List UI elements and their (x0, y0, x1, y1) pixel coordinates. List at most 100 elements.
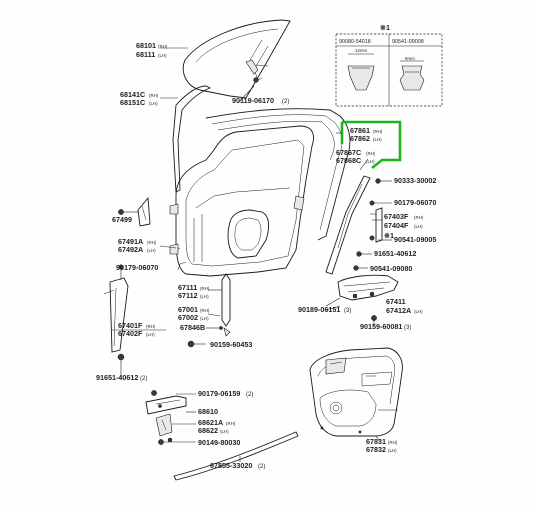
svg-text:(RH): (RH) (146, 324, 156, 329)
label-67401f: 67401F (118, 321, 143, 330)
label-67001: 67001 (178, 305, 198, 314)
front-lower-channel (109, 277, 129, 353)
label-67491a: 67491A (118, 237, 143, 246)
svg-text:(LH): (LH) (146, 332, 155, 337)
bolt-icon (151, 390, 157, 396)
leader-lines (112, 47, 392, 462)
bolt-icon (253, 77, 259, 83)
label-67111: 67111 (178, 283, 197, 292)
svg-text:(RH): (RH) (388, 440, 398, 445)
label-90159a: 90159-60453 (210, 340, 252, 349)
svg-text:(2): (2) (246, 392, 253, 398)
highlight-callout (342, 120, 402, 170)
inset-dim-1: 12mm (355, 48, 368, 53)
label-67112: 67112 (178, 291, 198, 300)
part-labels: 68101 (RH) 68111 (LH) 68141C (RH) 68151C… (96, 41, 436, 470)
bolt-icon (369, 235, 375, 241)
label-68111: 68111 (136, 50, 155, 59)
label-67846b: 67846B (180, 323, 205, 332)
svg-text:(LH): (LH) (200, 316, 209, 321)
label-68151c: 68151C (120, 98, 145, 107)
svg-text:(RH): (RH) (366, 151, 376, 156)
svg-text:(2): (2) (282, 99, 289, 105)
svg-text:(RH): (RH) (200, 286, 210, 291)
label-67868c: 67868C (336, 156, 361, 165)
svg-text:(RH): (RH) (149, 93, 159, 98)
svg-text:(RH): (RH) (226, 421, 236, 426)
inset-header-1: 90080-54018 (339, 39, 371, 45)
rear-run-channel (325, 175, 371, 275)
regulator-rail (221, 273, 231, 327)
svg-text:(LH): (LH) (366, 159, 375, 164)
label-67403f: 67403F (384, 212, 409, 221)
belt-moulding (173, 431, 299, 481)
svg-text:(LH): (LH) (200, 294, 209, 299)
svg-text:(LH): (LH) (414, 309, 423, 314)
inset-box: ※1 90080-54018 90541-09008 12mm 9mm (335, 23, 443, 107)
label-67412a: 67412A (386, 306, 411, 315)
label-91651b: 91651-40612 (96, 373, 138, 382)
svg-text:(LH): (LH) (220, 429, 229, 434)
bolt-icon (117, 353, 125, 361)
label-67002: 67002 (178, 313, 198, 322)
svg-text:(3): (3) (404, 325, 411, 331)
label-90159b: 90159-60081 (360, 322, 402, 331)
label-67831: 67831 (366, 437, 386, 446)
label-68610: 68610 (198, 407, 218, 416)
door-shell (175, 125, 314, 277)
label-68622: 68622 (198, 426, 218, 435)
label-90179b: 90179-06070 (116, 263, 158, 272)
svg-text:(LH): (LH) (388, 448, 397, 453)
label-67411: 67411 (386, 297, 406, 306)
label-67402f: 67402F (118, 329, 143, 338)
svg-text:(2): (2) (258, 464, 265, 470)
inset-dim-2: 9mm (405, 56, 415, 61)
door-weatherstrip (205, 108, 351, 241)
svg-text:(RH): (RH) (200, 308, 210, 313)
label-67861: 67861 (350, 126, 370, 135)
grommet-icon (399, 65, 425, 91)
label-67499: 67499 (112, 215, 132, 224)
bolt-icon (158, 439, 164, 445)
label-90541c: 90541-09080 (370, 264, 412, 273)
outer-handle (337, 274, 399, 301)
label-90179a: 90179-06070 (394, 198, 436, 207)
run-channel (172, 85, 212, 193)
label-90333: 90333-30002 (394, 176, 436, 185)
bolt-icon (187, 340, 195, 348)
svg-text:(LH): (LH) (373, 137, 382, 142)
clip-icon (347, 65, 375, 91)
label-67492a: 67492A (118, 245, 143, 254)
label-90119: 90119-06170 (232, 96, 274, 105)
svg-text:(LH): (LH) (147, 248, 156, 253)
label-68621a: 68621A (198, 418, 223, 427)
svg-text:(LH): (LH) (149, 101, 158, 106)
svg-text:(RH): (RH) (147, 240, 157, 245)
window-glass (182, 19, 291, 99)
door-trim-panel (309, 347, 403, 437)
label-91651a: 91651-40612 (374, 249, 416, 258)
svg-text:(RH): (RH) (373, 129, 383, 134)
label-67832: 67832 (366, 445, 386, 454)
svg-text:(3): (3) (344, 308, 351, 314)
svg-text:(RH): (RH) (158, 44, 168, 49)
svg-text:(LH): (LH) (158, 53, 167, 58)
bolt-icon (118, 209, 124, 215)
inset-header-2: 90541-09008 (392, 39, 424, 45)
label-67404f: 67404F (384, 221, 409, 230)
door-check (145, 395, 187, 415)
label-90179c: 90179-06159 (198, 389, 240, 398)
svg-text:(RH): (RH) (414, 215, 424, 220)
svg-text:(2): (2) (140, 376, 147, 382)
label-68101: 68101 (136, 41, 156, 50)
label-67862: 67862 (350, 134, 370, 143)
inset-title: ※1 (380, 23, 390, 32)
svg-text:(LH): (LH) (414, 224, 423, 229)
label-67867c: 67867C (336, 148, 361, 157)
label-67855: 67855-33020 (210, 461, 252, 470)
label-90149: 90149-80030 (198, 438, 240, 447)
label-note-1: ※1 (384, 231, 394, 240)
label-68141c: 68141C (120, 90, 145, 99)
